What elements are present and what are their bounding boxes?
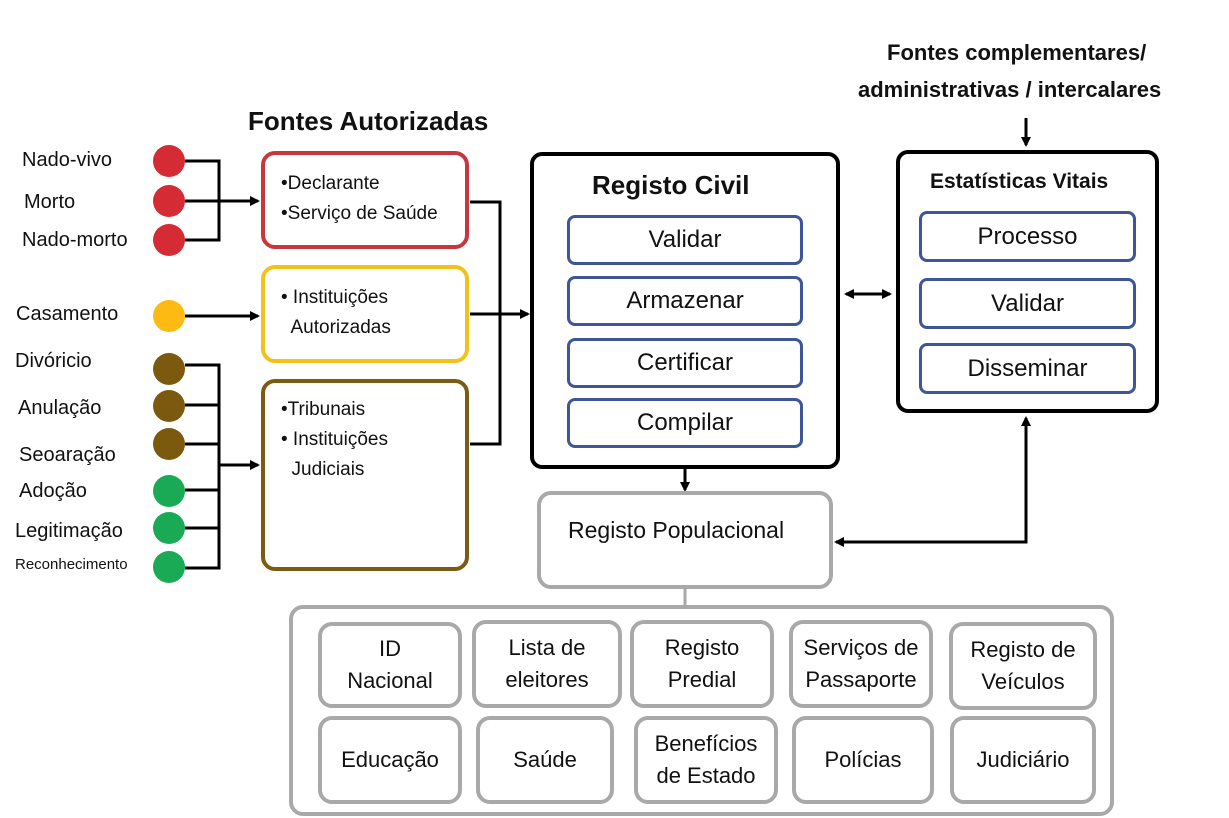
civil-step: Armazenar <box>567 276 803 326</box>
civil-step: Certificar <box>567 338 803 388</box>
service-tile: Benefícios de Estado <box>634 716 778 804</box>
event-label: Divóricio <box>15 350 92 372</box>
event-label: Legitimação <box>15 520 123 542</box>
event-label: Nado-vivo <box>22 149 113 171</box>
bracket-judicial <box>185 363 221 570</box>
civil-step: Compilar <box>567 398 803 448</box>
civil-registry-title: Registo Civil <box>592 170 750 200</box>
bracket-birth-death <box>185 159 221 242</box>
source-line: Autorizadas <box>281 317 391 338</box>
event-dot <box>153 475 185 507</box>
event-dot <box>153 428 185 460</box>
event-dot <box>153 224 185 256</box>
service-tile: Registo de Veículos <box>949 622 1097 710</box>
authorized-sources-title: Fontes Autorizadas <box>248 106 489 136</box>
event-label: Adoção <box>19 480 87 502</box>
service-tile: Lista de eleitores <box>472 620 622 708</box>
service-tile: Saúde <box>476 716 614 804</box>
source-line: • Instituições <box>281 287 388 308</box>
event-label: Reconhecimento <box>15 556 128 573</box>
vital-statistics-title: Estatísticas Vitais <box>930 170 1109 193</box>
bracket-sources-to-registry <box>470 200 502 446</box>
service-tile: Judiciário <box>950 716 1096 804</box>
event-dot <box>153 145 185 177</box>
source-line: • Instituições <box>281 429 388 450</box>
event-label: Anulação <box>18 397 102 419</box>
event-dot <box>153 551 185 583</box>
source-line: Judiciais <box>281 459 365 480</box>
event-label: Casamento <box>16 303 119 325</box>
source-line: •Serviço de Saúde <box>281 203 438 224</box>
statistics-step: Validar <box>919 278 1136 329</box>
event-label: Morto <box>24 191 76 213</box>
service-tile: Polícias <box>792 716 934 804</box>
source-box-institutions: • Instituições Autorizadas <box>261 265 469 363</box>
source-box-courts: •Tribunais • Instituições Judiciais <box>261 379 469 571</box>
population-registry-title: Registo Populacional <box>568 517 785 543</box>
event-dot <box>153 390 185 422</box>
link-population-statistics <box>834 416 1031 547</box>
complementary-sources-line1: Fontes complementares/ <box>887 40 1147 65</box>
event-dot <box>153 300 185 332</box>
civil-step: Validar <box>567 215 803 265</box>
service-tile: Educação <box>318 716 462 804</box>
service-tile: ID Nacional <box>318 622 462 708</box>
service-tile: Serviços de Passaporte <box>789 620 933 708</box>
event-dot <box>153 512 185 544</box>
source-box-declarant: •Declarante •Serviço de Saúde <box>261 151 469 249</box>
complementary-sources-line2: administrativas / intercalares <box>858 77 1162 102</box>
event-label: Seoaração <box>19 444 116 466</box>
statistics-step: Disseminar <box>919 343 1136 394</box>
source-line: •Declarante <box>281 173 380 194</box>
population-registry-box: Registo Populacional <box>537 491 833 589</box>
event-dot <box>153 185 185 217</box>
service-tile: Registo Predial <box>630 620 774 708</box>
source-line: •Tribunais <box>281 399 366 420</box>
statistics-step: Processo <box>919 211 1136 262</box>
event-dot <box>153 353 185 385</box>
event-label: Nado-morto <box>22 229 128 251</box>
